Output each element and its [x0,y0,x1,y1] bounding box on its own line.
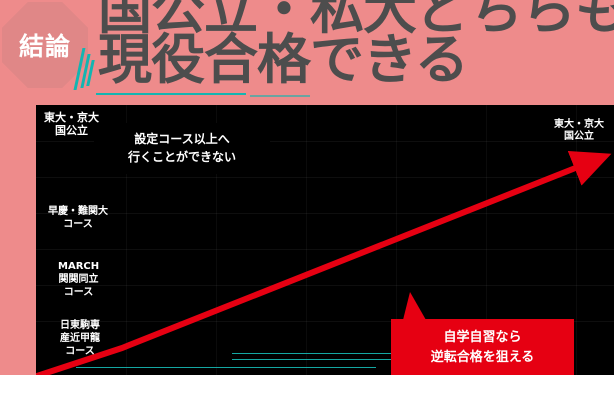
gridline-h [36,177,614,178]
callout-reversal-line1: 自学自習なら [443,330,522,345]
callout-limit: 設定コース以上へ 行くことができない [94,123,270,174]
chart-plot-area: 東大・京大 国公立 早慶・難関大 コース MARCH 関関同立 コース 日東駒専… [36,105,614,375]
gridline-h [36,213,614,214]
tier-label-soukei: 早慶・難関大 コース [48,205,108,231]
chart-panel: 東大・京大 国公立 早慶・難関大 コース MARCH 関関同立 コース 日東駒専… [0,105,614,413]
teal-rule [76,367,376,368]
tier-label-nittoukomasen: 日東駒専 産近甲龍 コース [60,319,100,358]
trend-line-arrow [36,151,612,375]
callout-limit-line2: 行くことができない [127,150,236,164]
tier-label-line2: 国公立 [55,124,88,137]
tier-label-top: 東大・京大 国公立 [44,111,99,137]
gridline-h [36,285,614,286]
tier-label-line2: コース [63,219,93,230]
callout-reversal-line2: 逆転合格を狙える [430,350,535,365]
tier-label-line3: コース [63,287,94,298]
conclusion-badge-label: 結論 [18,32,71,61]
tier-label-line2: 産近甲龍 [60,333,100,344]
tier-label-march: MARCH 関関同立 コース [58,260,99,299]
tier-label-line1: 東大・京大 [44,111,99,124]
tier-label-line1: 早慶・難関大 [48,206,108,217]
chart-bottom-margin [0,375,614,413]
tier-label-line2: 国公立 [564,131,594,142]
callout-pointer-icon [403,292,426,320]
gridline-v [216,105,217,375]
title-underline [96,93,246,95]
tier-label-line3: コース [65,346,95,357]
gridline-v [126,105,127,375]
header-band: 結論 国公立・私大どちらも 現役合格できる [0,0,614,118]
tier-label-right-top: 東大・京大 国公立 [554,119,604,143]
page-title: 国公立・私大どちらも 現役合格できる [86,0,614,102]
tier-label-line1: 日東駒専 [60,320,100,331]
page-title-line2: 現役合格できる [98,28,469,91]
tier-label-line2: 関関同立 [58,274,99,285]
tier-label-line1: 東大・京大 [554,119,604,130]
gridline-v [306,105,307,375]
conclusion-badge: 結論 [2,2,88,88]
callout-limit-line1: 設定コース以上へ [134,132,230,146]
gridline-h [36,321,614,322]
title-underline-secondary [250,95,310,97]
chart-left-margin [0,105,36,375]
gridline-h [36,141,614,142]
page-title-line1: 国公立・私大どちらも [98,0,614,41]
gridline-v [576,105,577,375]
callout-reversal: 自学自習なら 逆転合格を狙える [391,292,574,375]
gridline-h [36,249,614,250]
gridline-v [486,105,487,375]
tier-label-line1: MARCH [58,261,100,272]
